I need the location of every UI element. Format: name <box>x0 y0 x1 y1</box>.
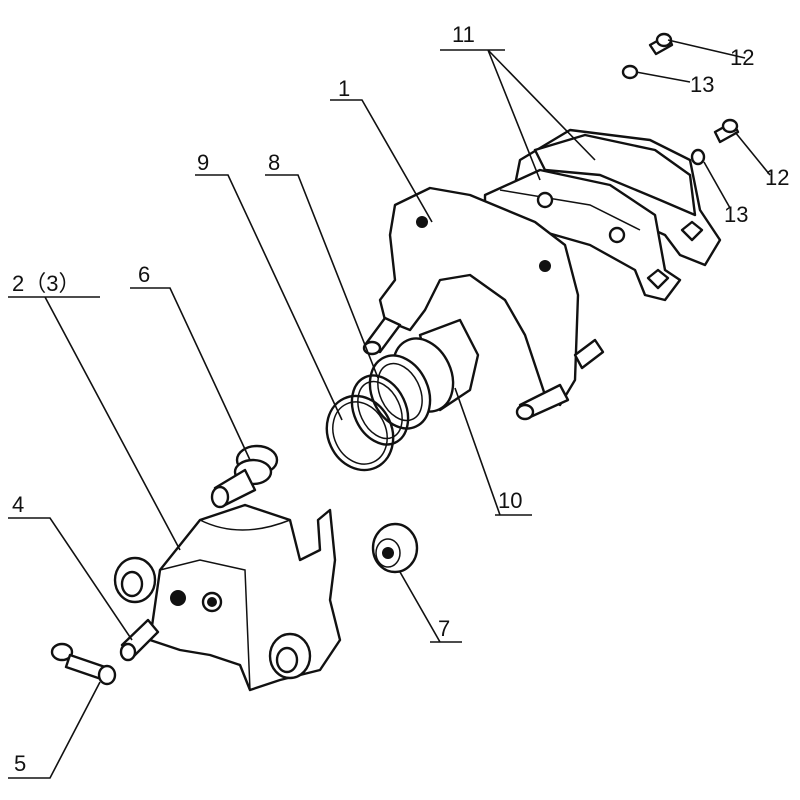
seal-rings-part <box>325 354 432 472</box>
pin-bolts-and-washers <box>621 32 740 166</box>
label-1: 1 <box>338 76 350 101</box>
label-13-right: 13 <box>724 202 748 227</box>
caliper-bracket-part <box>362 186 605 421</box>
label-6: 6 <box>138 262 150 287</box>
bleeder-valve-part <box>119 618 160 662</box>
label-13-top: 13 <box>690 72 714 97</box>
caliper-body-part <box>113 503 342 692</box>
label-10: 10 <box>498 488 522 513</box>
label-4: 4 <box>12 492 24 517</box>
slide-pin-part <box>210 444 279 509</box>
leader-lines <box>8 39 771 779</box>
label-7: 7 <box>438 616 450 641</box>
label-9: 9 <box>197 150 209 175</box>
label-8: 8 <box>268 150 280 175</box>
label-12-right: 12 <box>765 165 789 190</box>
label-12-top: 12 <box>730 45 754 70</box>
label-5: 5 <box>14 751 26 776</box>
dust-boot-part <box>371 522 419 574</box>
banjo-bolt-part <box>50 642 117 686</box>
label-2-3: 2（3） <box>12 271 80 296</box>
label-11: 11 <box>452 22 475 47</box>
brake-pads-part <box>483 128 722 302</box>
